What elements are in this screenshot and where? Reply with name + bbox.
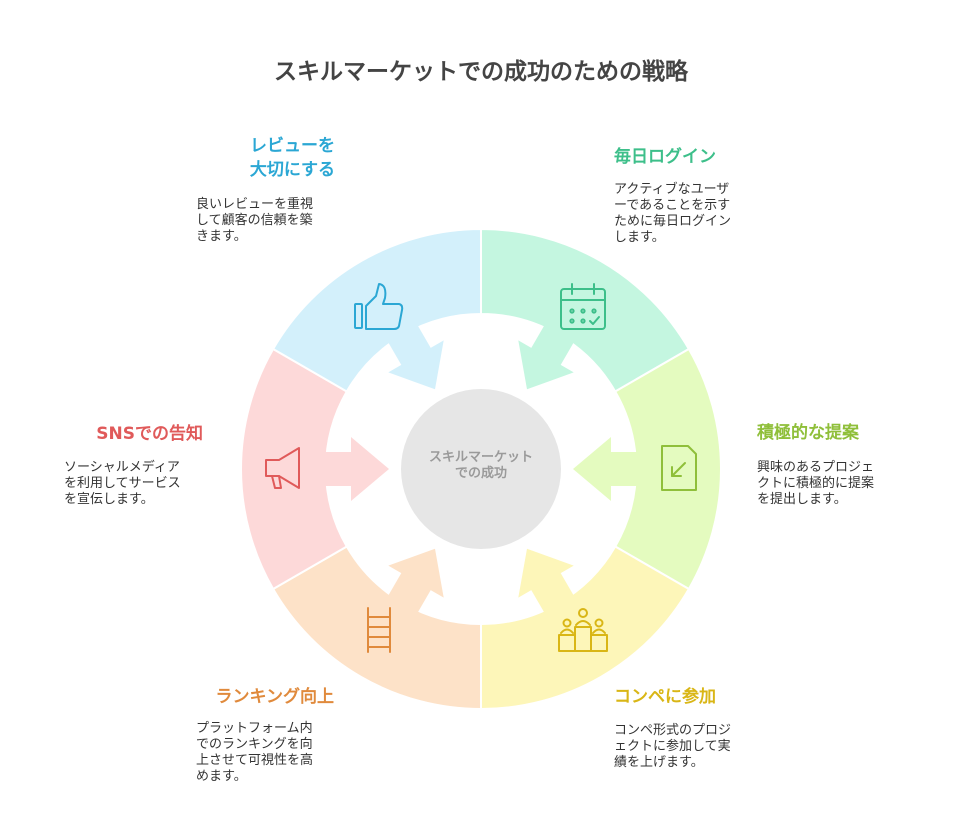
login-desc-line: アクティブなユーザ: [614, 182, 730, 197]
login-desc-line: します。: [614, 230, 665, 245]
contest-desc-line: ェクトに参加して実: [614, 739, 731, 754]
review-desc-line: 良いレビューを重視: [196, 197, 314, 212]
sns-desc-line: を宣伝します。: [64, 492, 154, 507]
proposal-description: 興味のあるプロジェ クトに積極的に提案 を提出します。: [757, 460, 874, 508]
login-desc-line: ために毎日ログイン: [614, 214, 732, 229]
sns-arrow: [320, 437, 389, 501]
proposal-desc-line: を提出します。: [757, 492, 847, 507]
review-arrow: [385, 321, 444, 390]
contest-desc-line: 績を上げます。: [614, 755, 704, 770]
page-title: スキルマーケットでの成功のための戦略: [274, 59, 688, 85]
ranking-desc-line: 上させて可視性を高: [196, 753, 314, 768]
login-arrow: [518, 321, 577, 390]
ranking-description: プラットフォーム内 でのランキングを向 上させて可視性を高 めます。: [196, 721, 313, 785]
sns-desc-line: ソーシャルメディア: [64, 460, 180, 475]
center-hub: [401, 389, 561, 549]
sns-segment: [240, 347, 389, 591]
login-title: 毎日ログイン: [614, 147, 716, 167]
megaphone-icon: [265, 447, 300, 489]
document-arrow-icon: [661, 445, 697, 491]
calendar-icon: [560, 283, 606, 330]
contest-desc-line: コンペ形式のプロジ: [614, 723, 732, 738]
contest-title: コンペに参加: [614, 687, 716, 707]
review-title-line2: 大切にする: [249, 160, 335, 180]
ranking-title: ランキング向上: [215, 687, 335, 707]
proposal-desc-line: クトに積極的に提案: [757, 476, 875, 491]
contest-description: コンペ形式のプロジ ェクトに参加して実 績を上げます。: [614, 723, 731, 771]
review-desc-line: きます。: [196, 229, 247, 244]
review-description: 良いレビューを重視 して顧客の信頼を築 きます。: [196, 197, 313, 245]
review-title: レビューを 大切にする: [180, 134, 335, 182]
ranking-desc-line: プラットフォーム内: [196, 721, 313, 736]
ranking-desc-line: でのランキングを向: [196, 737, 313, 752]
proposal-segment: [573, 347, 722, 591]
thumbs-up-icon: [354, 283, 404, 330]
review-title-line1: レビューを: [250, 136, 335, 156]
review-segment: [271, 227, 482, 393]
sns-description: ソーシャルメディア を利用してサービス を宣伝します。: [64, 460, 181, 508]
proposal-title: 積極的な提案: [757, 423, 859, 443]
podium-icon: [558, 608, 608, 652]
center-label-line2: での成功: [454, 466, 507, 481]
proposal-arrow: [573, 437, 642, 501]
sns-title: SNSでの告知: [96, 424, 203, 444]
proposal-desc-line: 興味のあるプロジェ: [757, 460, 875, 475]
login-desc-line: ーであることを示す: [614, 198, 731, 213]
center-label-line1: スキルマーケット: [428, 450, 533, 465]
ranking-desc-line: めます。: [196, 769, 247, 784]
contest-arrow: [518, 548, 577, 617]
sns-desc-line: を利用してサービス: [64, 476, 181, 491]
ladder-icon: [367, 607, 391, 653]
ranking-arrow: [385, 548, 444, 617]
center-label: スキルマーケット での成功: [400, 450, 562, 482]
review-desc-line: して顧客の信頼を築: [196, 213, 313, 228]
login-description: アクティブなユーザ ーであることを示す ために毎日ログイン します。: [614, 182, 731, 246]
